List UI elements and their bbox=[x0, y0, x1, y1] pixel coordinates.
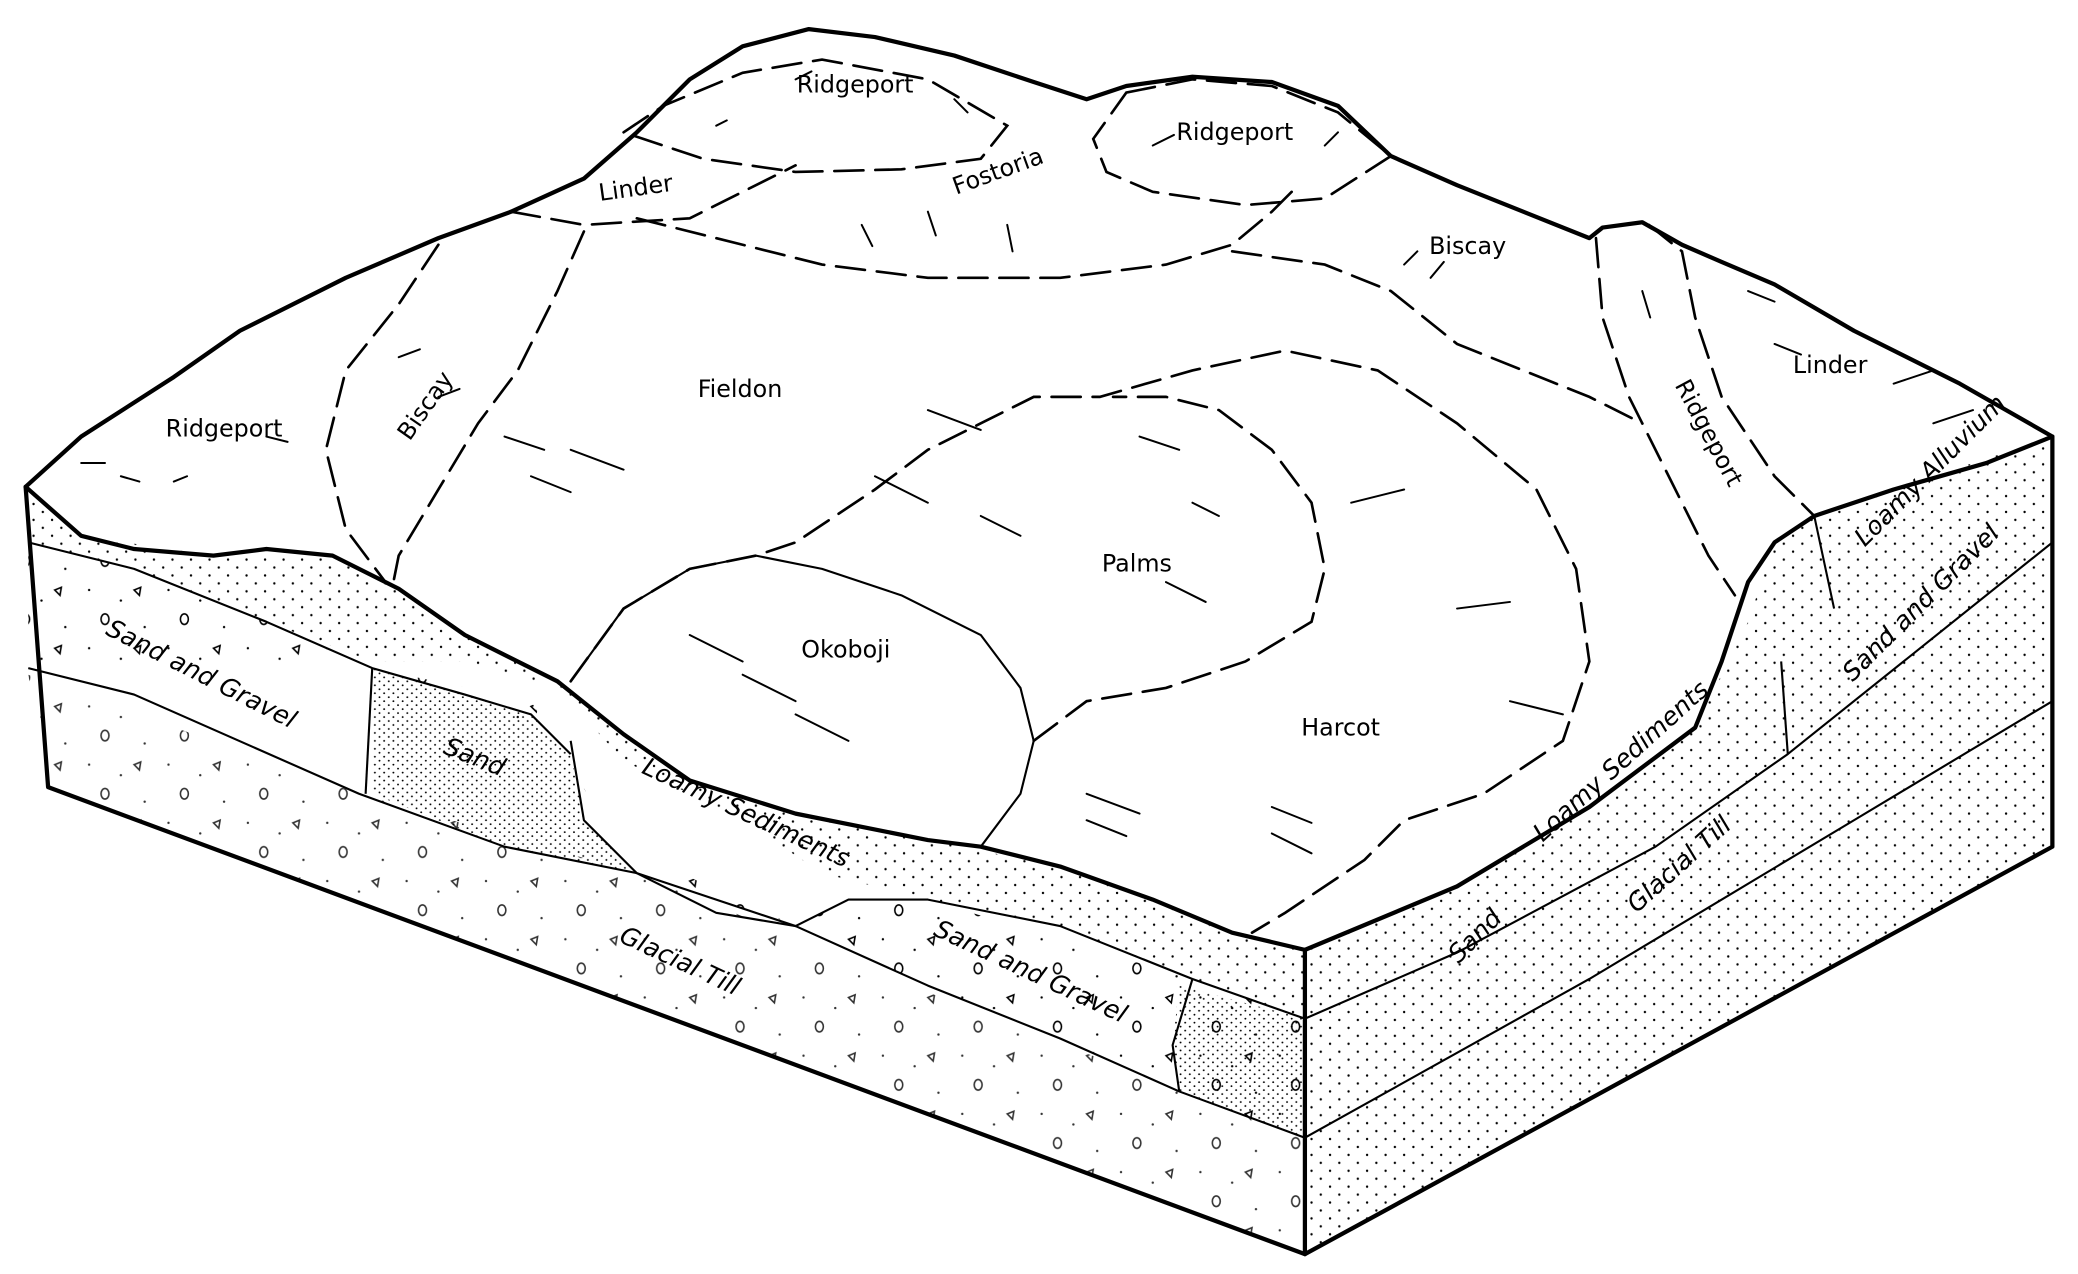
layer-boundaries bbox=[28, 515, 2054, 1139]
soil-label-biscay-right: Biscay bbox=[1429, 232, 1506, 260]
soil-boundaries bbox=[324, 58, 1816, 935]
glacial-till-band bbox=[28, 674, 1305, 1255]
sand-gravel-band bbox=[28, 542, 1305, 1138]
sand-body bbox=[372, 668, 637, 874]
soil-label-palms: Palms bbox=[1102, 550, 1172, 578]
soil-label-biscay-left: Biscay bbox=[392, 366, 459, 445]
layer-label-loamy-sediments-left: Loamy Sediments bbox=[638, 752, 854, 873]
loamy-top-band bbox=[25, 486, 1305, 1019]
soil-label-okoboji: Okoboji bbox=[801, 636, 890, 664]
soil-label-ridgeport-hill2: Ridgeport bbox=[1176, 118, 1293, 146]
soil-label-linder-top: Linder bbox=[597, 169, 675, 207]
soil-label-fieldon: Fieldon bbox=[698, 375, 783, 403]
right-face-fill bbox=[1304, 436, 2053, 1255]
soil-label-fostoria: Fostoria bbox=[949, 142, 1048, 201]
slope-hatches bbox=[80, 70, 1974, 855]
soil-label-ridgeport-right: Ridgeport bbox=[1669, 375, 1749, 491]
soil-label-ridgeport-left: Ridgeport bbox=[166, 415, 283, 443]
block-outline bbox=[23, 26, 2055, 1257]
soil-label-linder-right: Linder bbox=[1793, 351, 1868, 379]
soil-label-ridgeport-top: Ridgeport bbox=[797, 71, 914, 99]
left-face-layers bbox=[25, 436, 2053, 1255]
soil-label-harcot: Harcot bbox=[1301, 714, 1380, 742]
